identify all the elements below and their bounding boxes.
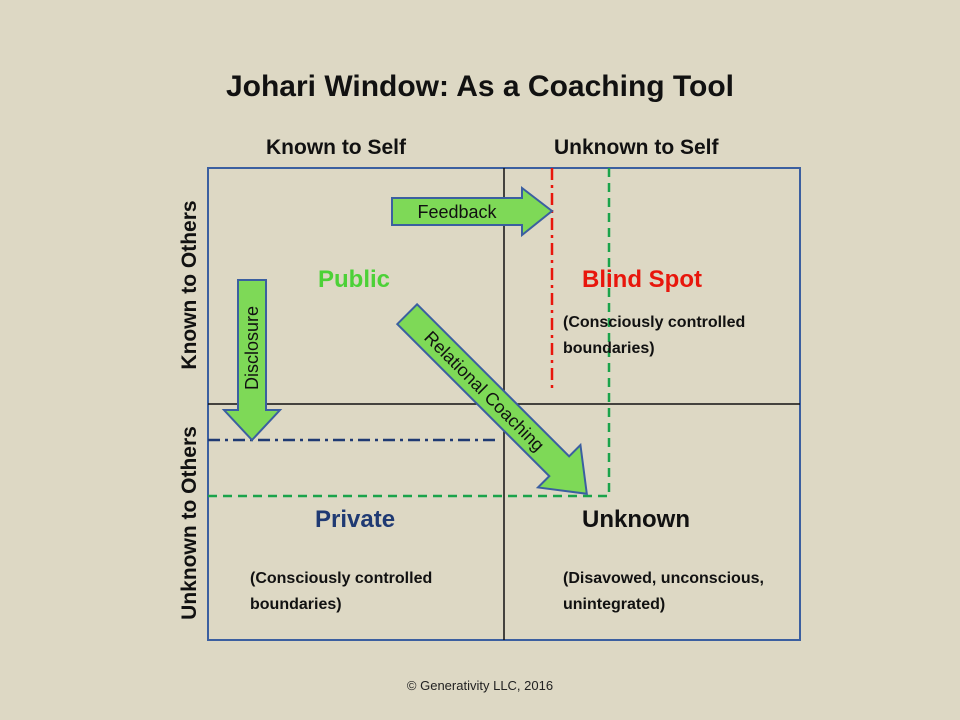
blind-spot-note-line2: boundaries) [563, 340, 655, 357]
unknown-note-line1: (Disavowed, unconscious, [563, 570, 764, 587]
disclosure-arrow: Disclosure [221, 279, 283, 442]
feedback-arrow-label: Feedback [417, 202, 497, 222]
feedback-arrow: Feedback [391, 185, 554, 238]
private-note-line2: boundaries) [250, 596, 342, 613]
quadrant-note-private: (Consciously controlled boundaries) [250, 566, 432, 618]
relational-coaching-arrow-label: Relational Coaching [420, 327, 548, 455]
quadrant-label-public: Public [318, 266, 391, 293]
blind-spot-note-line1: (Consciously controlled [563, 314, 746, 331]
diagram-title: Johari Window: As a Coaching Tool [225, 70, 735, 103]
disclosure-arrow-label: Disclosure [242, 306, 262, 390]
unknown-note-line2: unintegrated) [563, 596, 666, 613]
quadrant-label-unknown: Unknown [582, 506, 690, 533]
private-note-line1: (Consciously controlled [250, 570, 433, 587]
copyright-footer: © Generativity LLC, 2016 [406, 678, 554, 693]
column-header-known-to-self: Known to Self [266, 136, 406, 159]
column-header-unknown-to-self: Unknown to Self [554, 136, 719, 159]
quadrant-label-private: Private [315, 506, 396, 533]
quadrant-label-blind-spot: Blind Spot [582, 266, 702, 293]
quadrant-note-blind-spot: (Consciously controlled boundaries) [563, 310, 745, 362]
quadrant-note-unknown: (Disavowed, unconscious, unintegrated) [563, 566, 764, 618]
